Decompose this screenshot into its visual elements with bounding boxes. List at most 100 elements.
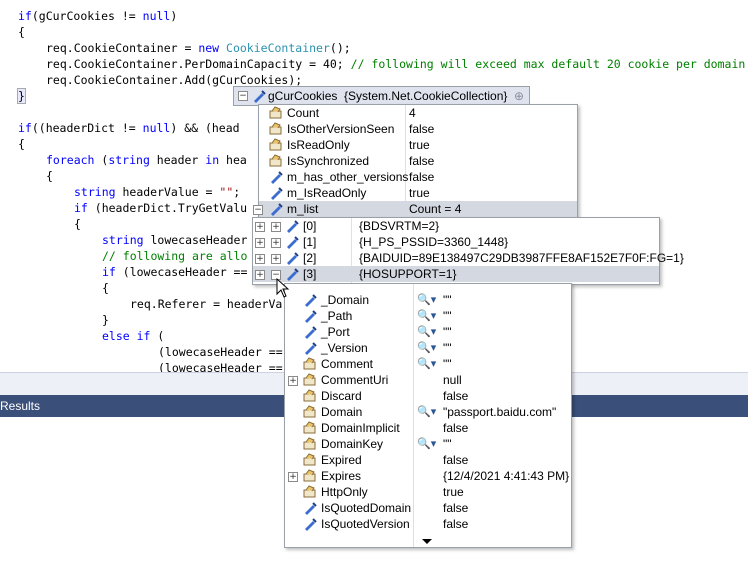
cookie-member-name: DomainKey [321, 437, 384, 451]
member-value[interactable]: 4 [409, 106, 416, 120]
property-icon [303, 421, 316, 434]
cookie-member-row[interactable]: Domain 🔍▾ "passport.baidu.com" [285, 404, 571, 420]
cookie-member-value[interactable]: "passport.baidu.com" [443, 405, 557, 419]
text-visualizer-icon[interactable]: 🔍▾ [417, 406, 437, 418]
field-icon [271, 171, 283, 184]
scroll-down-icon[interactable] [422, 539, 432, 544]
cookie-member-value[interactable]: "" [443, 293, 452, 307]
cookie-member-name: Expires [321, 469, 362, 483]
collapse-icon[interactable]: − [253, 205, 263, 215]
list-item-row[interactable]: + + [0] {BDSVRTM=2} [253, 218, 659, 234]
cookie-member-name: HttpOnly [321, 485, 368, 499]
cookie-member-row[interactable]: _Version🔍▾"" [285, 340, 571, 356]
code-line: { [18, 25, 25, 39]
cookie-member-value[interactable]: false [443, 517, 469, 531]
cookie-member-value[interactable]: false [443, 389, 469, 403]
member-value[interactable]: false [409, 122, 435, 136]
text-visualizer-icon[interactable]: 🔍▾ [417, 326, 437, 338]
expand-icon[interactable]: + [271, 222, 281, 232]
cookie-member-value[interactable]: "" [443, 325, 452, 339]
list-item-index: [0] [303, 219, 317, 233]
cookie-member-row[interactable]: + Expires {12/4/2021 4:41:43 PM} [285, 468, 571, 484]
expand-icon[interactable]: + [255, 238, 265, 248]
list-item-value[interactable]: {H_PS_PSSID=3360_1448} [359, 235, 509, 249]
cookie-member-row[interactable]: _Port🔍▾"" [285, 324, 571, 340]
text-visualizer-icon[interactable]: 🔍▾ [417, 358, 437, 370]
cookie-member-row[interactable]: HttpOnly true [285, 484, 571, 500]
property-icon [303, 453, 316, 466]
collapse-icon[interactable]: − [271, 270, 281, 280]
property-icon [303, 389, 316, 402]
cookie-member-value[interactable]: {12/4/2021 4:41:43 PM} [443, 469, 570, 483]
list-item-value[interactable]: {BAIDUID=89E138497C29DB3987FFE8AF152E7F0… [359, 251, 684, 265]
cookie-member-value[interactable]: false [443, 421, 469, 435]
cookie-member-row[interactable]: DomainKey 🔍▾ "" [285, 436, 571, 452]
expand-icon[interactable]: + [255, 254, 265, 264]
cookie-member-value[interactable]: false [443, 453, 469, 467]
cookie-member-value[interactable]: "" [443, 341, 452, 355]
cookie-member-name: Expired [321, 453, 362, 467]
list-item-row[interactable]: +−[3]{HOSUPPORT=1} [253, 266, 659, 282]
member-value[interactable]: true [409, 186, 430, 200]
list-item-value[interactable]: {BDSVRTM=2} [359, 219, 440, 233]
field-icon [305, 518, 317, 531]
datatip-row[interactable]: IsReadOnly true [259, 137, 577, 153]
list-item-row[interactable]: + + [1] {H_PS_PSSID=3360_1448} [253, 234, 659, 250]
cookie-member-value[interactable]: null [443, 373, 462, 387]
expand-icon[interactable]: + [271, 238, 281, 248]
list-item-index: [1] [303, 235, 317, 249]
field-icon [287, 268, 299, 281]
list-item-value[interactable]: {HOSUPPORT=1} [359, 267, 457, 281]
cookie-member-name: CommentUri [321, 373, 389, 387]
code-line: string headerValue = ""; [74, 185, 241, 199]
datatip-header[interactable]: − gCurCookies {System.Net.CookieCollecti… [233, 86, 530, 106]
cookie-member-value[interactable]: "" [443, 437, 452, 451]
property-icon [303, 469, 316, 482]
cookie-member-row[interactable]: _Domain🔍▾"" [285, 292, 571, 308]
code-line: { [74, 217, 81, 231]
expand-icon[interactable]: + [255, 222, 265, 232]
cookie-member-value[interactable]: true [443, 485, 464, 499]
text-visualizer-icon[interactable]: 🔍▾ [417, 438, 437, 450]
expand-icon[interactable]: + [271, 254, 281, 264]
text-visualizer-icon[interactable]: 🔍▾ [417, 294, 437, 306]
cookie-member-name: IsQuotedDomain [321, 501, 412, 515]
collapse-icon[interactable]: − [238, 91, 248, 101]
property-icon [303, 405, 316, 418]
cookie-member-name: Domain [321, 405, 363, 419]
member-name: IsReadOnly [287, 138, 350, 152]
cookie-member-value[interactable]: "" [443, 309, 452, 323]
member-value[interactable]: false [409, 154, 435, 168]
cookie-member-row[interactable]: + CommentUri null [285, 372, 571, 388]
expand-icon[interactable]: + [255, 270, 265, 280]
code-line: // following are allo [102, 249, 248, 263]
text-visualizer-icon[interactable]: 🔍▾ [417, 342, 437, 354]
text-visualizer-icon[interactable]: 🔍▾ [417, 310, 437, 322]
cookie-member-row[interactable]: Comment🔍▾"" [285, 356, 571, 372]
member-value[interactable]: true [409, 138, 430, 152]
results-title: Results [0, 399, 41, 413]
expand-icon[interactable]: + [288, 472, 298, 482]
cookie-member-row[interactable]: Expired false [285, 452, 571, 468]
cookie-member-value[interactable]: "" [443, 357, 452, 371]
datatip-row[interactable]: IsSynchronized false [259, 153, 577, 169]
cookie-member-row[interactable]: _Path🔍▾"" [285, 308, 571, 324]
cookie-member-row[interactable]: IsQuotedDomain false [285, 500, 571, 516]
member-value[interactable]: false [409, 170, 435, 184]
list-item-row[interactable]: ++[2]{BAIDUID=89E138497C29DB3987FFE8AF15… [253, 250, 684, 266]
member-name: IsSynchronized [287, 154, 370, 168]
cookie-member-value[interactable]: false [443, 501, 469, 515]
code-line: { [46, 169, 53, 183]
expand-icon[interactable]: + [288, 376, 298, 386]
member-value[interactable]: Count = 4 [409, 202, 462, 216]
pin-icon[interactable]: ⊕ [514, 89, 525, 103]
